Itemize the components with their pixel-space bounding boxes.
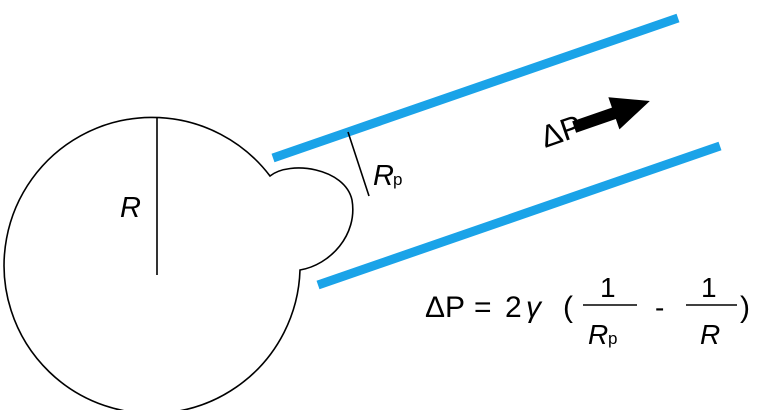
pressure-arrow-label: ΔP [536, 108, 587, 155]
equation-coefficient: 2 [505, 291, 522, 324]
pipette-radius-label: R [373, 160, 394, 192]
pipette-radius-line [347, 131, 370, 197]
pipette-lower-wall [316, 141, 722, 290]
equation-minus: - [655, 292, 664, 323]
equation-gamma: γ [526, 291, 543, 324]
laplace-equation: ΔP = 2 γ ( 1 R p - 1 R ) [425, 272, 750, 350]
fraction1-denominator-subscript: p [608, 329, 617, 348]
fraction1-numerator: 1 [600, 272, 616, 303]
pressure-arrow [572, 97, 650, 133]
equation-lhs: ΔP [425, 291, 465, 324]
fraction2-denominator: R [700, 319, 720, 350]
cell-radius-label: R [120, 192, 141, 224]
pipette-upper-wall [271, 13, 680, 163]
equation-close-paren: ) [740, 291, 750, 324]
equation-equals: = [474, 291, 492, 324]
equation-open-paren: ( [563, 291, 573, 324]
fraction1-denominator: R [588, 319, 608, 350]
fraction2-numerator: 1 [701, 272, 717, 303]
cell-outline [3, 116, 354, 410]
pipette-radius-subscript: p [393, 170, 402, 189]
